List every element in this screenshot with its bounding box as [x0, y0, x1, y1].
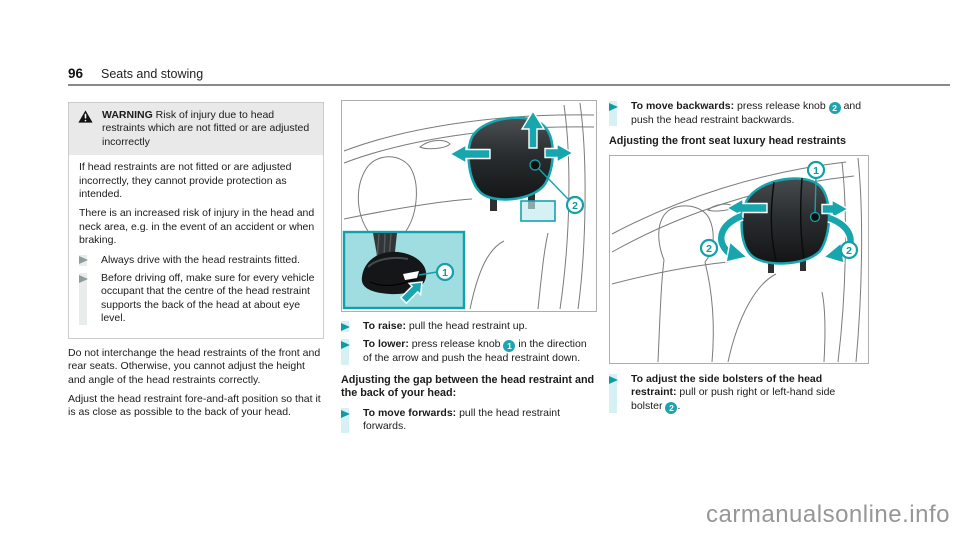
- bullet-body: .: [677, 399, 681, 412]
- page-title: Seats and stowing: [101, 67, 204, 81]
- callout-badge-2-left: 2: [699, 238, 719, 258]
- header-rule: [68, 84, 950, 86]
- svg-text:2: 2: [706, 243, 712, 255]
- restraint-post: [490, 193, 497, 211]
- warning-paragraph: There is an increased risk of injury in …: [79, 207, 315, 247]
- paragraph: Do not interchange the head restraints o…: [68, 346, 321, 386]
- callout-badge-1: 1: [435, 262, 455, 282]
- warning-label: WARNING: [102, 109, 153, 121]
- arrow-up-icon: [520, 109, 546, 149]
- bullet-bar: [609, 374, 617, 413]
- bullet-body: pull or push right or left-hand side bol…: [631, 386, 836, 412]
- bullet-text: To raise: pull the head restraint up.: [363, 320, 527, 332]
- warning-title: WARNING Risk of injury due to head restr…: [102, 109, 315, 149]
- bullet-arrow-icon: [79, 256, 88, 265]
- paragraph: Adjust the head restraint fore-and-aft p…: [68, 392, 321, 419]
- warning-title-text: Risk of injury due to head restraints wh…: [102, 109, 310, 148]
- bullet-lead: To adjust the side bolsters of the head …: [631, 373, 823, 399]
- bullet-body: and push the head restraint backwards.: [631, 100, 862, 126]
- instruction-bullet: To raise: pull the head restraint up.: [341, 320, 597, 333]
- bullet-text: To move forwards: pull the head restrain…: [363, 407, 560, 432]
- arrow-left-icon: [448, 143, 491, 165]
- inline-callout-badge: 2: [665, 401, 678, 414]
- bullet-body: press release knob: [734, 100, 829, 112]
- callout-badge-1: 1: [806, 160, 826, 180]
- inline-callout-badge: 2: [828, 102, 841, 114]
- bullet-arrow-icon: [341, 409, 350, 418]
- bullet-text: Always drive with the head restraints fi…: [101, 253, 301, 266]
- bullet-body: pull the head restraint forwards.: [363, 407, 561, 433]
- warning-triangle-icon: [78, 110, 93, 149]
- bullet-lead: To raise:: [363, 320, 406, 332]
- bullet-body: pull the head restraint up.: [405, 320, 528, 332]
- bullet-bar: [609, 101, 617, 127]
- instruction-bullet: To move backwards: press release knob 2 …: [609, 100, 869, 127]
- badge-leader-line: [814, 177, 817, 215]
- warning-bullet: Always drive with the head restraints fi…: [79, 254, 315, 267]
- svg-text:2: 2: [846, 245, 852, 257]
- instruction-bullet: To lower: press release knob 1 in the di…: [341, 338, 597, 365]
- release-knob-inset: 1: [342, 230, 466, 310]
- bullet-bar: [341, 339, 349, 365]
- bullet-text: To lower: press release knob 1 in the di…: [363, 338, 587, 364]
- luxury-head-restraint-illustration: 1 2 2: [609, 155, 869, 364]
- inline-callout-badge: 1: [503, 340, 516, 353]
- badge-leader-line: [538, 168, 570, 201]
- adjust-direction-arrows: [448, 109, 575, 165]
- press-direction-arrow-icon: [399, 281, 423, 305]
- adjust-direction-arrows: [725, 197, 850, 220]
- bullet-lead: To lower:: [363, 338, 409, 351]
- instruction-bullet: To adjust the side bolsters of the head …: [609, 373, 869, 414]
- bullet-arrow-icon: [609, 375, 618, 384]
- svg-text:2: 2: [572, 200, 578, 212]
- car-interior-lines: [611, 157, 863, 363]
- bullet-lead: To move forwards:: [363, 407, 457, 419]
- bullet-body: press release knob: [408, 338, 504, 351]
- callout-badge-2: 2: [565, 195, 585, 215]
- restraint-post: [800, 258, 806, 271]
- bullet-arrow-icon: [341, 340, 350, 349]
- warning-paragraph: If head restraints are not fitted or are…: [79, 161, 292, 201]
- arrow-right-icon: [544, 142, 575, 164]
- svg-text:1: 1: [442, 267, 448, 279]
- gap-release-knob: [529, 159, 541, 171]
- bullet-text: To adjust the side bolsters of the head …: [631, 373, 836, 414]
- bullet-lead: To move backwards:: [631, 100, 735, 112]
- bullet-bar: [341, 408, 349, 433]
- badge-leader-line: [418, 271, 438, 276]
- warning-bullet: Before driving off, make sure for every …: [79, 272, 315, 326]
- bullet-body: in the direction of the arrow and push t…: [363, 338, 587, 365]
- luxury-head-restraint: [740, 177, 831, 265]
- instruction-bullet: To move forwards: pull the head restrain…: [341, 407, 597, 434]
- middle-column: 2 1 To: [341, 100, 597, 439]
- bullet-arrow-icon: [341, 322, 350, 331]
- bullet-arrow-icon: [79, 274, 88, 283]
- detail-highlight-rect: [520, 200, 556, 222]
- bullet-text: Before driving off, make sure for every …: [101, 272, 315, 325]
- standard-head-restraint-illustration: 2 1: [341, 100, 597, 312]
- release-knob: [809, 211, 821, 223]
- page-number: 96: [68, 66, 84, 81]
- release-knob-slot: [403, 271, 419, 280]
- warning-box: WARNING Risk of injury due to head restr…: [68, 102, 324, 339]
- svg-text:1: 1: [813, 165, 819, 177]
- bullet-bar: [79, 273, 87, 325]
- bolster-seams: [770, 177, 805, 261]
- section-heading: Adjusting the gap between the head restr…: [341, 373, 595, 400]
- warning-box-body: If head restraints are not fitted or are…: [69, 155, 323, 338]
- arrow-left-icon: [725, 197, 768, 219]
- restraint-post: [768, 260, 774, 273]
- restraint-post: [528, 191, 535, 209]
- bullet-arrow-icon: [609, 102, 618, 111]
- left-column: WARNING Risk of injury due to head restr…: [68, 100, 324, 426]
- warning-box-header: WARNING Risk of injury due to head restr…: [69, 103, 323, 156]
- callout-badge-2-right: 2: [839, 240, 859, 260]
- bullet-text: To move backwards: press release knob 2 …: [631, 100, 861, 126]
- watermark: carmanualsonline.info: [706, 501, 950, 528]
- right-column: To move backwards: press release knob 2 …: [609, 100, 869, 419]
- section-heading: Adjusting the front seat luxury head res…: [609, 135, 846, 148]
